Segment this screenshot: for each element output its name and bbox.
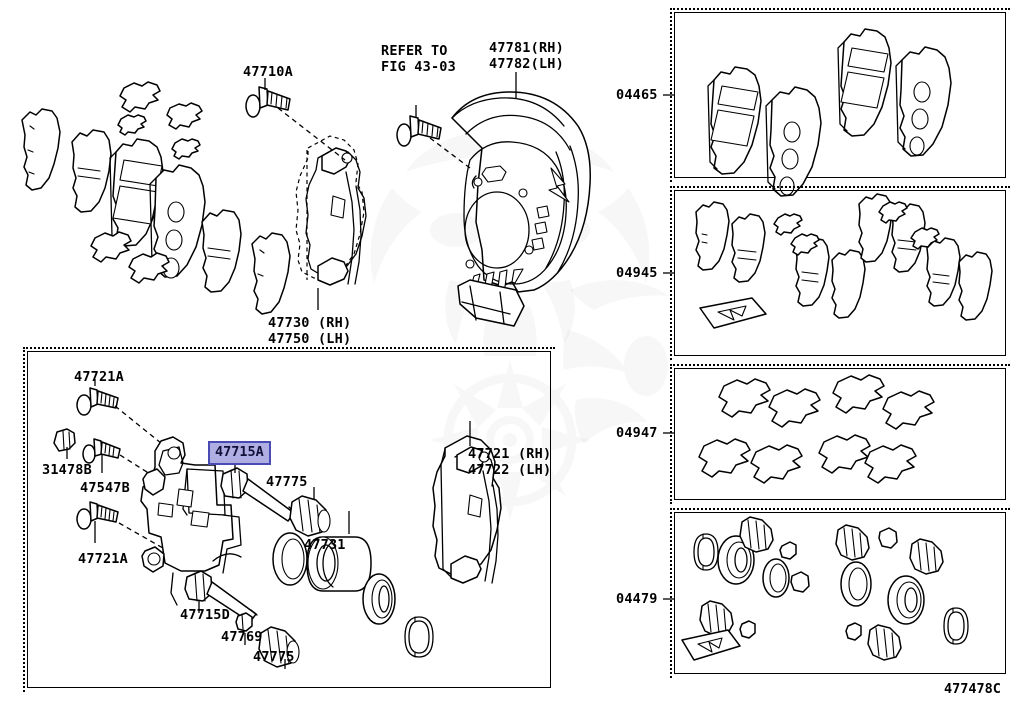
slide-pin-boot-47775-top [289, 495, 331, 537]
caliper-mounting-bracket-47721 [432, 435, 502, 584]
label-panel-04945: 04945 [616, 265, 658, 281]
retainer-47769 [235, 612, 253, 632]
bolt-47710a [245, 86, 291, 118]
label-panel-04947: 04947 [616, 425, 658, 441]
label-47781-47782: 47781(RH) 47782(LH) [489, 40, 564, 72]
slide-pin-boot-47775-bottom [258, 626, 300, 668]
piston-dust-seal [362, 573, 396, 625]
brake-disc-dust-cover [451, 91, 591, 327]
caliper-mounting-bracket-ghost [295, 135, 367, 286]
caliper-piston-47731 [306, 536, 372, 592]
bleeder-cap-31478b [53, 428, 76, 452]
slide-pin-47715d [184, 570, 258, 623]
caliper-detail-drawing [53, 379, 502, 669]
label-47730-47750: 47730 (RH) 47750 (LH) [268, 315, 352, 347]
slide-pin-47715a [220, 467, 296, 522]
label-panel-04479: 04479 [616, 591, 658, 607]
brake-caliper-body-47730 [140, 436, 242, 606]
panel-04947-contents [698, 374, 935, 484]
highlighted-part-number-47715a[interactable]: 47715A [208, 441, 271, 465]
snap-ring [404, 616, 434, 658]
label-47721a-top: 47721A [74, 369, 124, 385]
label-47547b: 47547B [80, 480, 130, 496]
label-47731: 47731 [304, 537, 346, 553]
label-47769: 47769 [221, 629, 263, 645]
label-panel-04465: 04465 [616, 87, 658, 103]
label-47721-47722: 47721 (RH) 47722 (LH) [468, 446, 552, 478]
bleeder-screw-47547b [82, 438, 121, 464]
label-47775-top: 47775 [266, 474, 308, 490]
panel-04465-contents [707, 28, 952, 197]
label-47715d: 47715D [180, 607, 230, 623]
piston-seal-ring [272, 532, 308, 586]
bolt-47781-splash [396, 115, 442, 147]
diagram-corner-code: 477478C [944, 681, 1001, 697]
bolt-47721a-top [76, 387, 119, 416]
label-47775-bottom: 47775 [253, 649, 295, 665]
label-47721a-bottom: 47721A [78, 551, 128, 567]
label-31478b: 31478B [42, 462, 92, 478]
panel-04945-contents [695, 193, 993, 329]
panel-04479-contents [681, 516, 969, 661]
upper-exploded-assembly [21, 72, 591, 327]
bolt-47721a-bottom [76, 501, 119, 530]
label-refer-to-fig: REFER TO FIG 43-03 [381, 43, 456, 75]
label-47710a: 47710A [243, 64, 293, 80]
